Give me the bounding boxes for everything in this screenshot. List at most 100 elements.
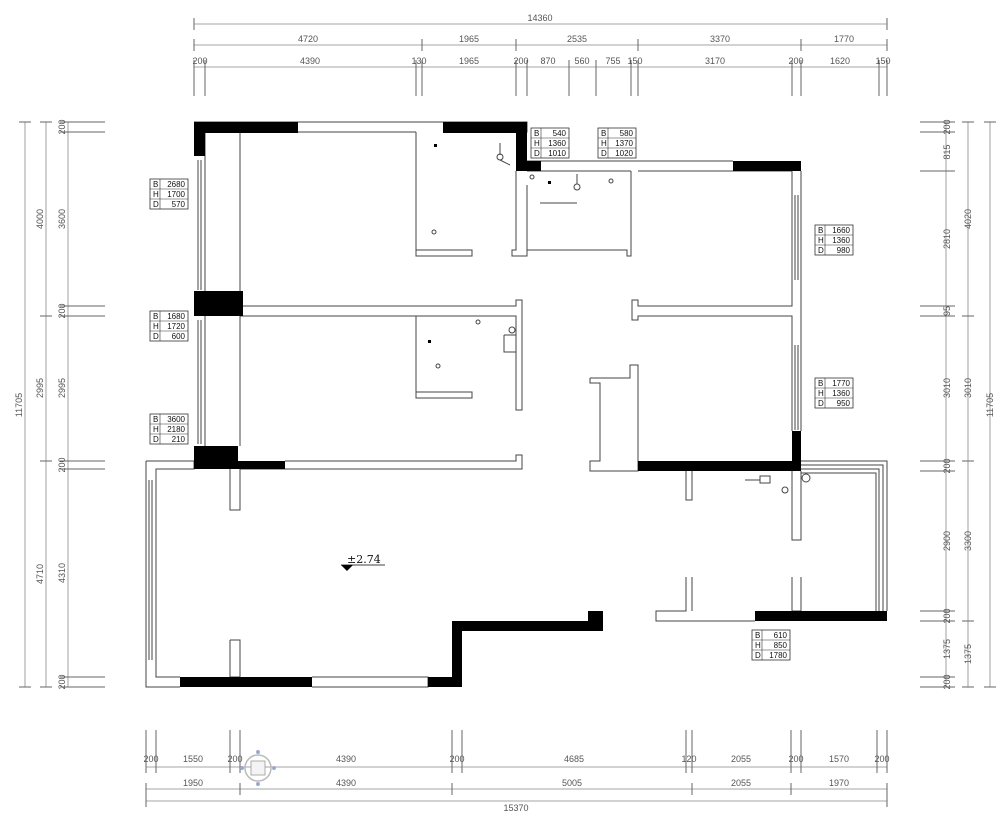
tag-d-label: D <box>534 149 540 158</box>
tag-d-value: 570 <box>172 200 186 209</box>
dim-right-in-1: 815 <box>942 144 952 159</box>
opening-tag: B H D 1770 1360 950 <box>814 377 854 409</box>
tag-b-label: B <box>153 312 158 321</box>
opening-tag: B H D 610 850 1780 <box>751 629 791 661</box>
dim-right-in-9: 200 <box>942 674 952 689</box>
dim-bot-r2-3: 2055 <box>731 778 751 788</box>
outlet-icon <box>548 181 551 184</box>
dim-right-outer: 11705 <box>985 393 995 417</box>
drain-icon <box>435 363 441 369</box>
level-triangle-icon <box>341 565 353 571</box>
dim-left-in-2: 200 <box>57 303 67 318</box>
dim-bot-r1-0: 200 <box>143 754 158 764</box>
dim-bot-r1-2: 200 <box>227 754 242 764</box>
tag-h-label: H <box>818 236 824 245</box>
tag-h-value: 2180 <box>167 425 185 434</box>
tag-b-label: B <box>601 129 606 138</box>
opening-tag: B H D 540 1360 1010 <box>530 127 570 159</box>
dim-bot-r1-1: 1550 <box>183 754 203 764</box>
tag-d-label: D <box>153 435 159 444</box>
dim-top-r2-3: 1965 <box>459 56 479 66</box>
tag-h-value: 1360 <box>548 139 566 148</box>
dim-left-in-3: 2995 <box>57 378 67 398</box>
tag-b-label: B <box>153 180 158 189</box>
tag-d-label: D <box>818 399 824 408</box>
tag-b-value: 540 <box>553 129 567 138</box>
dim-right-mid-1: 3010 <box>963 378 973 398</box>
dim-right-in-4: 3010 <box>942 378 952 398</box>
dim-top-r2-1: 4390 <box>300 56 320 66</box>
opening-tags: B H D 540 1360 1010 B H D 580 1370 1020 … <box>149 127 854 661</box>
dim-left-in-5: 4310 <box>57 563 67 583</box>
tag-h-value: 1370 <box>615 139 633 148</box>
tag-h-label: H <box>601 139 607 148</box>
dim-left-mid-2: 4710 <box>35 564 45 584</box>
opening-tag: B H D 580 1370 1020 <box>597 127 637 159</box>
dim-right-mid-0: 4020 <box>963 209 973 229</box>
dim-bot-total: 15370 <box>503 803 528 813</box>
dim-top-r2-2: 130 <box>411 56 426 66</box>
dim-top-r1-3: 3370 <box>710 34 730 44</box>
tag-b-value: 1770 <box>832 379 850 388</box>
fixtures <box>428 143 811 494</box>
dim-bot-r1-3: 4390 <box>336 754 356 764</box>
tag-d-label: D <box>818 246 824 255</box>
dim-right-in-7: 200 <box>942 608 952 623</box>
tag-h-label: H <box>818 389 824 398</box>
dim-bot-r2-2: 5005 <box>562 778 582 788</box>
dim-left-in-1: 3600 <box>57 209 67 229</box>
dim-top-r1-4: 1770 <box>834 34 854 44</box>
view-cube-widget[interactable] <box>240 750 276 786</box>
drain-icon <box>608 178 614 184</box>
dim-left-in-4: 200 <box>57 457 67 472</box>
tag-d-label: D <box>601 149 607 158</box>
outlet-icon <box>428 340 431 343</box>
tag-b-label: B <box>534 129 539 138</box>
dim-right-mid-2: 3300 <box>963 531 973 551</box>
dim-bot-r1-5: 4685 <box>564 754 584 764</box>
drain-icon <box>529 174 535 180</box>
bottom-dimensions: 200 1550 200 4390 200 4685 120 2055 200 … <box>143 730 890 813</box>
dim-top-r1-2: 2535 <box>567 34 587 44</box>
dim-top-r2-7: 755 <box>605 56 620 66</box>
dim-right-in-0: 200 <box>942 119 952 134</box>
tag-d-label: D <box>153 200 159 209</box>
tag-h-value: 850 <box>774 641 788 650</box>
level-mark: ±2.74 <box>341 553 385 571</box>
tag-b-value: 1680 <box>167 312 185 321</box>
dim-right-mid-3: 1375 <box>963 644 973 664</box>
tag-h-value: 1720 <box>167 322 185 331</box>
dim-top-r2-12: 150 <box>875 56 890 66</box>
tag-d-value: 980 <box>837 246 851 255</box>
dim-bot-r1-6: 120 <box>681 754 696 764</box>
dim-top-total: 14360 <box>527 13 552 23</box>
right-dimensions: 11705 4020 3010 3300 1375 200 81 <box>920 119 996 690</box>
fixture-circle-icon <box>781 486 789 494</box>
dim-left-in-6: 200 <box>57 674 67 689</box>
opening-tag: B H D 1660 1360 980 <box>814 224 854 256</box>
dim-left-mid-0: 4000 <box>35 209 45 229</box>
drain-icon <box>431 229 437 235</box>
dim-top-r2-4: 200 <box>513 56 528 66</box>
top-dimensions: 14360 4720 1965 2535 3370 1770 <box>192 13 891 96</box>
dim-left-mid-1: 2995 <box>35 378 45 398</box>
tag-b-value: 1660 <box>832 226 850 235</box>
tag-b-label: B <box>755 631 760 640</box>
tag-b-value: 580 <box>620 129 634 138</box>
tag-h-label: H <box>153 425 159 434</box>
opening-tag: B H D 3600 2180 210 <box>149 413 189 445</box>
dim-bot-r2-4: 1970 <box>829 778 849 788</box>
tag-h-label: H <box>534 139 540 148</box>
dim-right-in-8: 1375 <box>942 639 952 659</box>
dim-left-outer: 11705 <box>14 393 24 417</box>
dim-bot-r1-10: 200 <box>874 754 889 764</box>
level-label: ±2.74 <box>347 553 381 566</box>
tag-h-label: H <box>755 641 761 650</box>
water-heater-icon <box>759 475 771 484</box>
dim-bot-r1-9: 1570 <box>829 754 849 764</box>
fixture-circle-icon <box>801 473 811 483</box>
dim-bot-r1-7: 2055 <box>731 754 751 764</box>
tag-h-value: 1360 <box>832 389 850 398</box>
tag-b-label: B <box>818 379 823 388</box>
